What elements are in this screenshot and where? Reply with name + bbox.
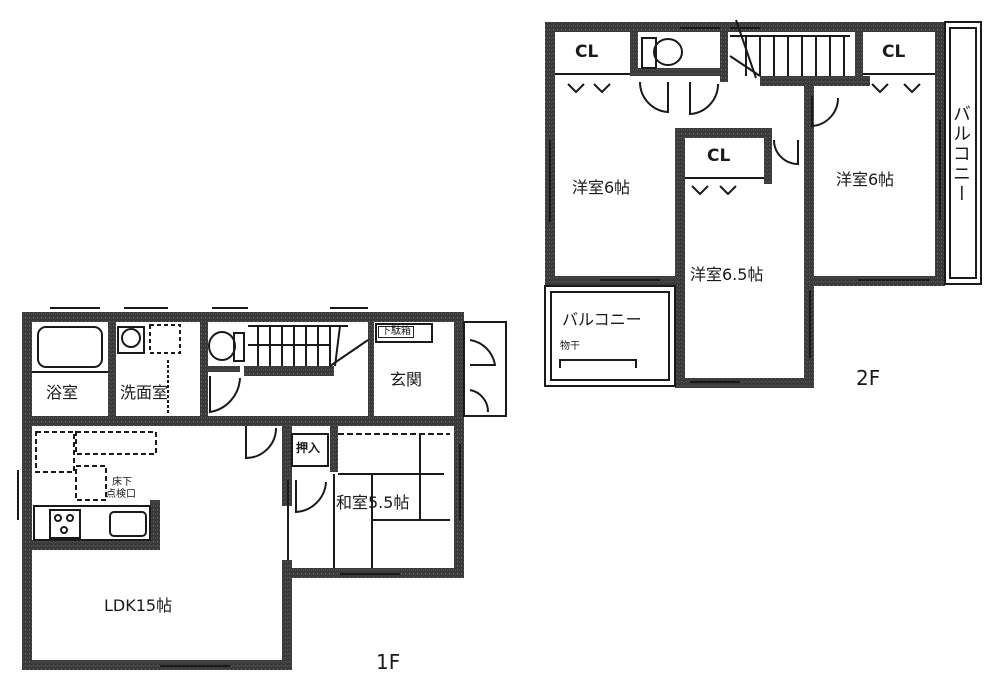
room-label-closet: 押入 (296, 441, 321, 455)
room-label-closet-left: CL (575, 42, 599, 62)
room-label-closet-center: CL (707, 146, 731, 166)
room-label-bath: 浴室 (46, 383, 79, 402)
room-label-clothes-drying: 物干 (560, 341, 580, 352)
room-label-shoe-cabinet: 下駄箱 (378, 326, 414, 338)
room-label-balcony-right: バルコニー (950, 104, 971, 204)
room-label-inspection-hatch: 点検口 (106, 489, 136, 500)
room-label-washroom: 洗面室 (120, 383, 169, 402)
floor-label-2f: 2F (856, 366, 881, 390)
room-label-ldk: LDK15帖 (104, 596, 173, 615)
room-label-balcony-left: バルコニー (562, 310, 642, 329)
first-floor-plan (22, 312, 464, 670)
room-label-entrance: 玄関 (390, 370, 423, 389)
room-label-western-room-right: 洋室6帖 (836, 170, 895, 189)
room-label-western-room-center: 洋室6.5帖 (690, 265, 764, 284)
room-label-japanese-room: 和室5.5帖 (336, 493, 410, 512)
room-label-closet-right: CL (882, 42, 906, 62)
room-label-underfloor: 床下 (112, 477, 132, 488)
room-label-western-room-left: 洋室6帖 (572, 178, 631, 197)
second-floor-plan (545, 22, 945, 388)
floor-label-1f: 1F (376, 650, 401, 674)
